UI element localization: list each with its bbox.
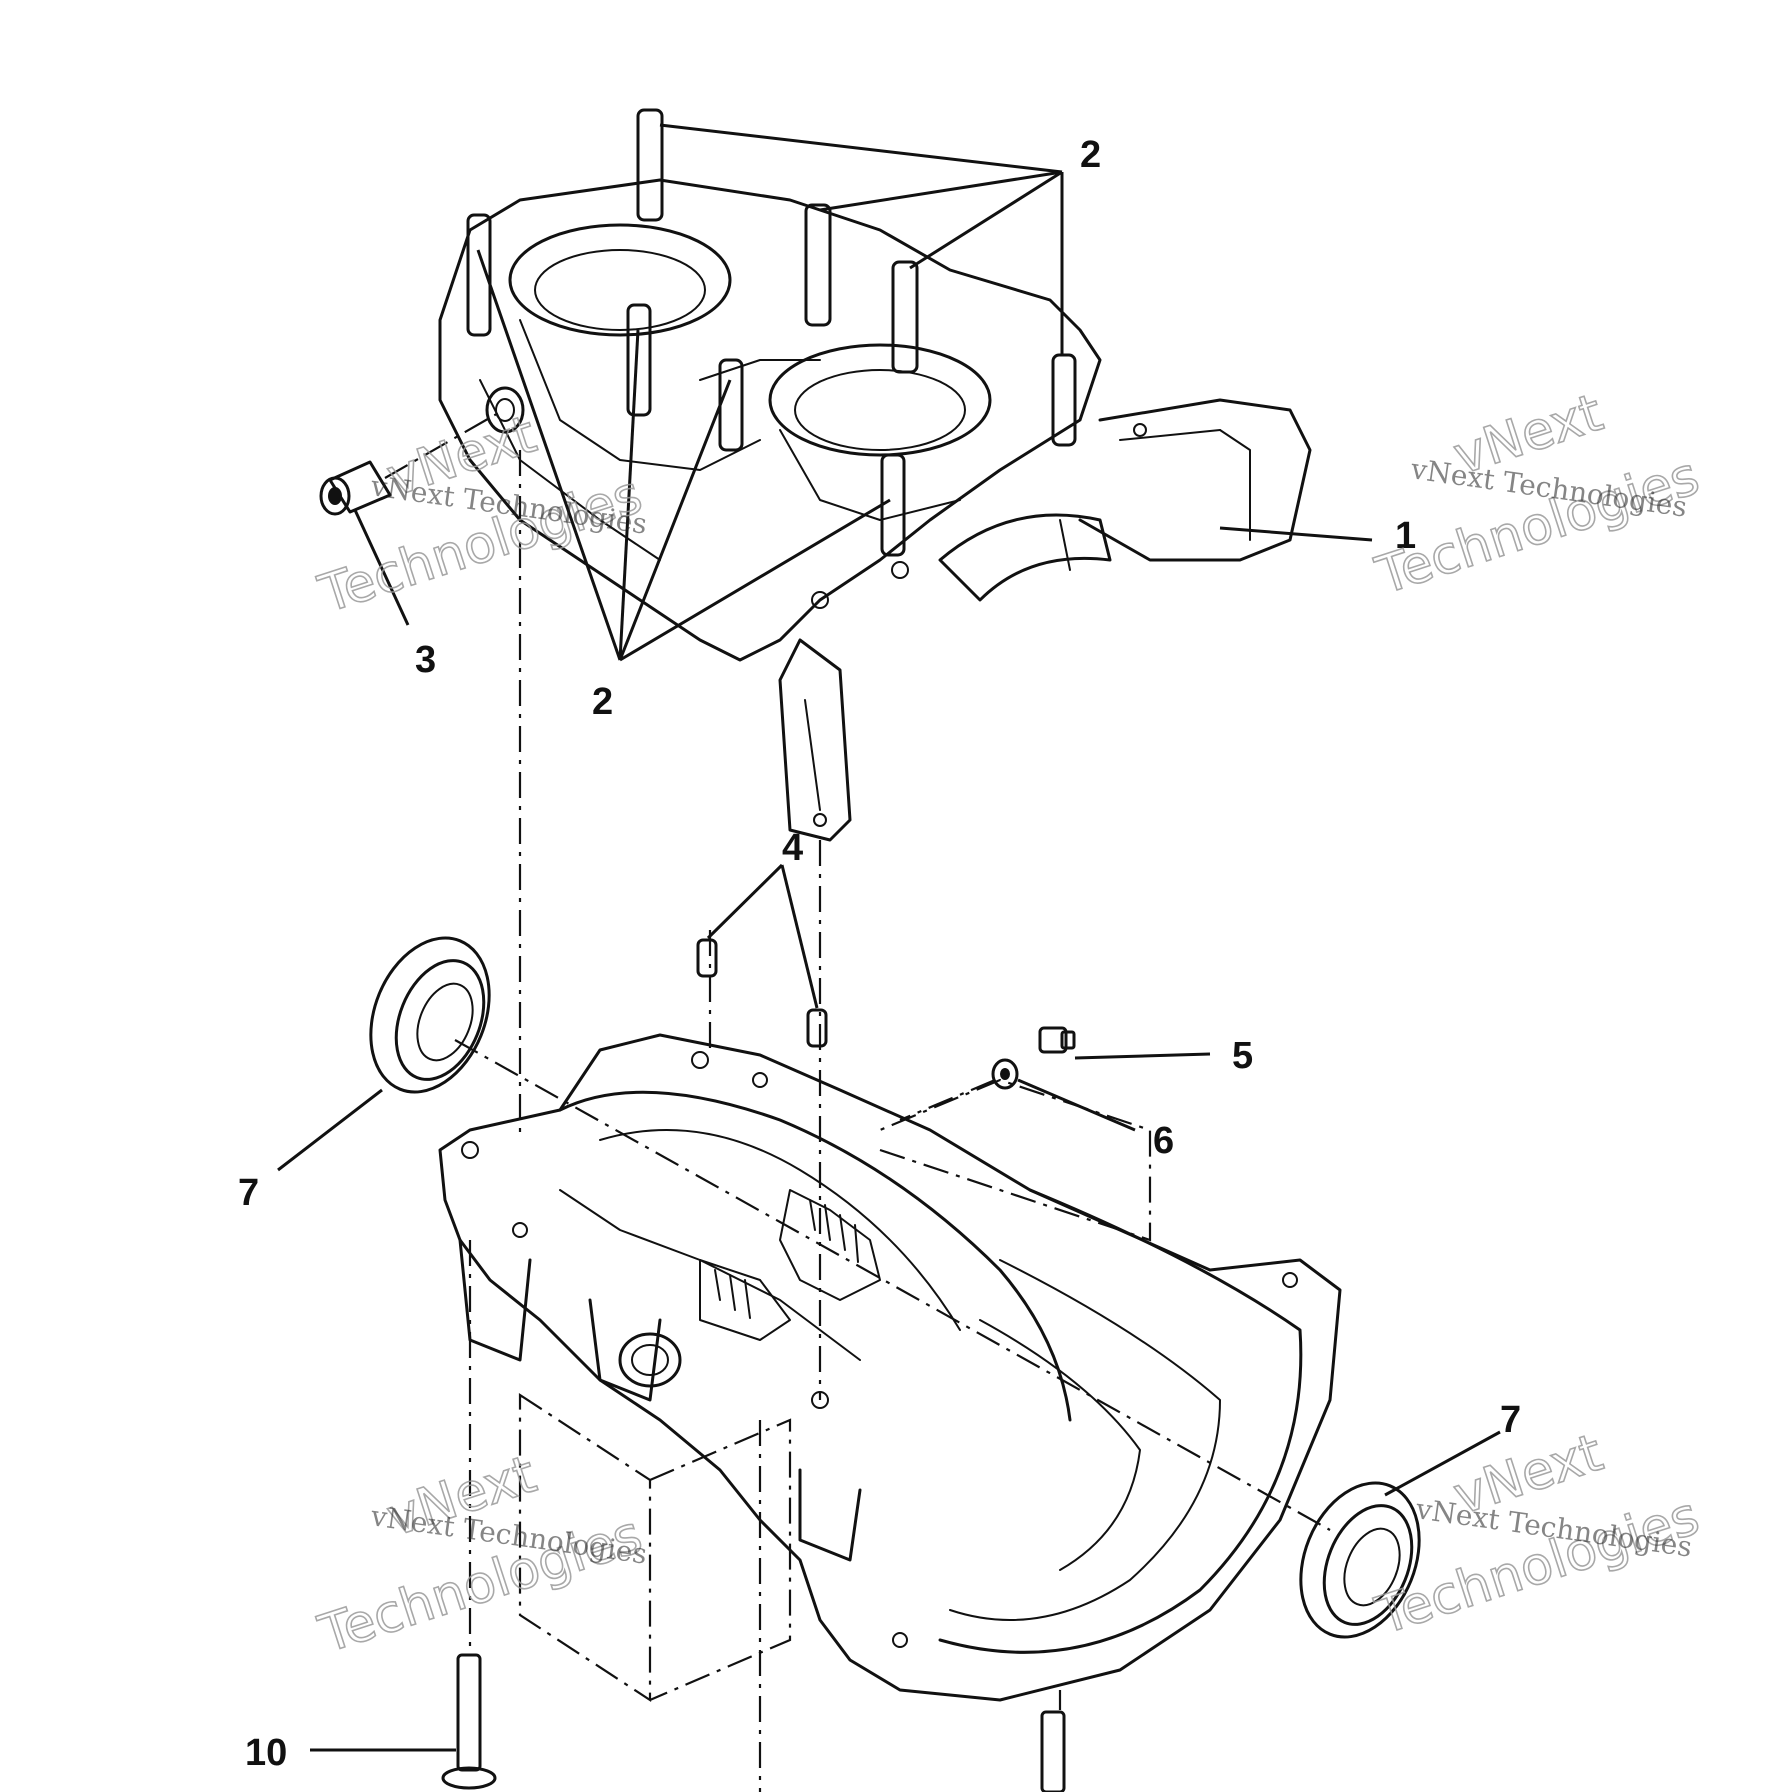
upper-crankcase [438, 178, 1312, 842]
assembly-lines [454, 450, 1331, 1792]
callout-7-left: 7 [238, 1172, 259, 1214]
crankcase-bolts [441, 1653, 1066, 1792]
phantom-outline [518, 1078, 1152, 1703]
drain-plug [1038, 1026, 1076, 1054]
callout-2-bottom: 2 [592, 681, 613, 723]
oil-seal-left [369, 936, 491, 1094]
sealing-washer [991, 1058, 1019, 1090]
callout-2-top: 2 [1080, 134, 1101, 176]
callout-1: 1 [1395, 515, 1416, 557]
oil-fitting [319, 411, 501, 516]
lower-crankcase [438, 1033, 1342, 1702]
callout-4: 4 [782, 827, 803, 869]
oil-seal-right [1299, 1481, 1421, 1639]
callout-10: 10 [245, 1732, 287, 1774]
callout-5: 5 [1232, 1035, 1253, 1077]
cylinder-studs [466, 108, 1077, 557]
callout-6: 6 [1153, 1120, 1174, 1162]
callout-3: 3 [415, 639, 436, 681]
dowel-pins [696, 938, 828, 1048]
callout-labels: 2 2 1 3 4 5 6 7 7 10 [238, 134, 1521, 1774]
callout-7-right: 7 [1500, 1399, 1521, 1441]
leader-lines [277, 123, 1501, 1752]
